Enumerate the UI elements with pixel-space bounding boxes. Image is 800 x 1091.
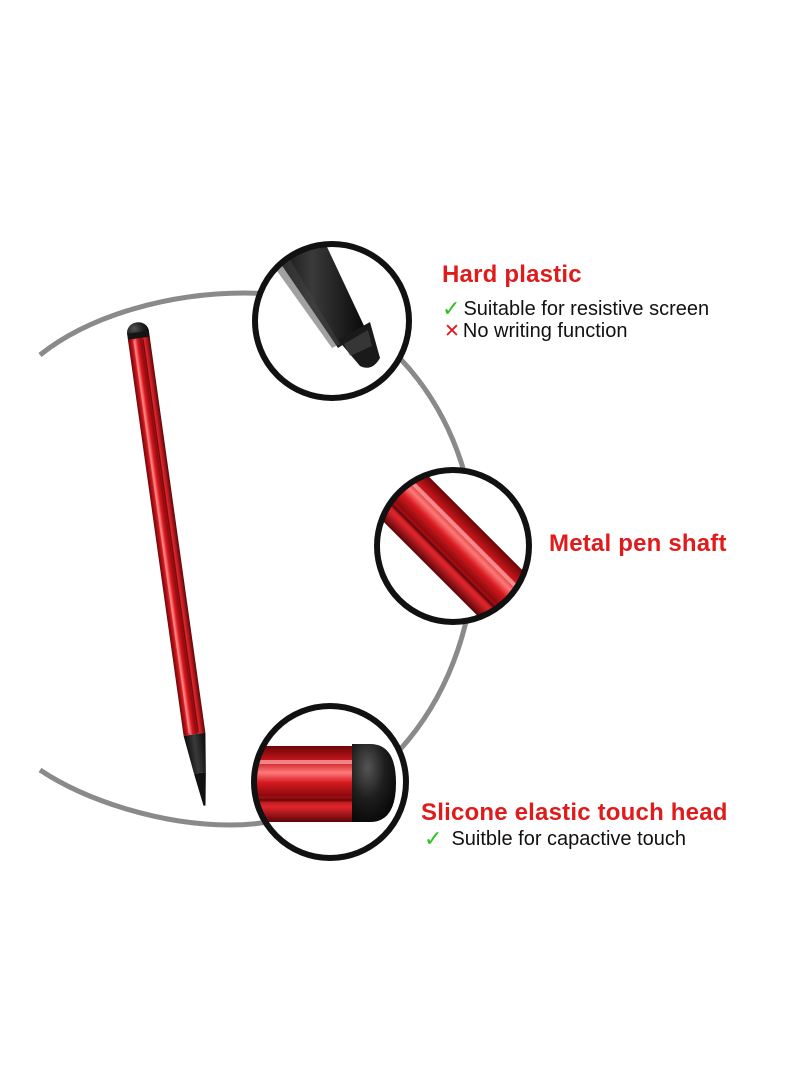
hard-plastic-title: Hard plastic — [442, 261, 582, 288]
check-icon: ✓ — [424, 826, 443, 851]
feature-item: ✓ Suitble for capactive touch — [424, 826, 686, 852]
feature-item: ✓ Suitable for resistive screen — [442, 296, 709, 322]
check-icon: ✓ — [442, 296, 461, 321]
stylus — [127, 322, 206, 806]
cross-icon: ✕ — [444, 321, 460, 342]
touch-head-title: Slicone elastic touch head — [421, 799, 728, 826]
feature-text: Suitable for resistive screen — [463, 297, 710, 320]
metal-shaft-title: Metal pen shaft — [549, 530, 727, 557]
feature-text: Suitble for capactive touch — [451, 827, 687, 850]
feature-text: No writing function — [462, 320, 628, 342]
feature-item: ✕ No writing function — [444, 320, 627, 343]
